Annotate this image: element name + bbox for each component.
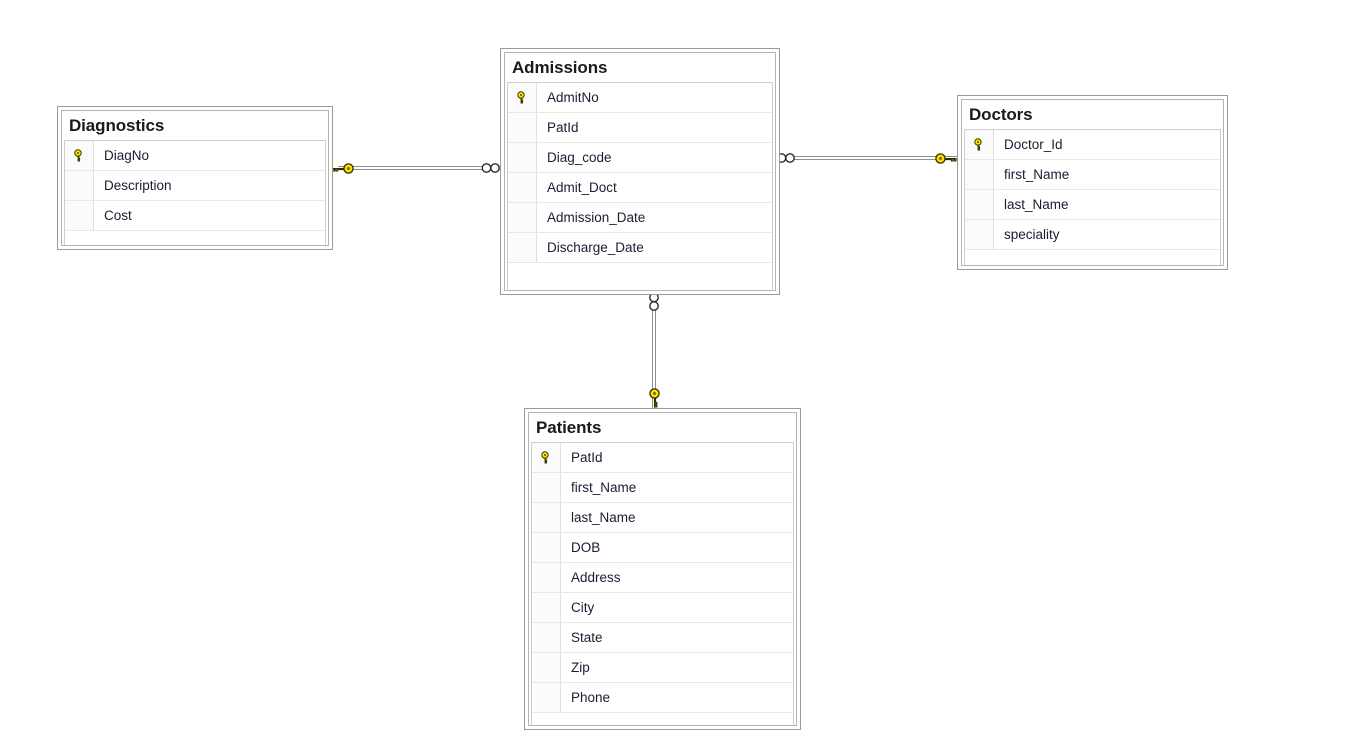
- field-row[interactable]: Diag_code: [508, 143, 772, 173]
- relationship-key-endpoint: [332, 161, 354, 176]
- field-name-label: Phone: [571, 690, 611, 705]
- relationship-many-endpoint: [481, 162, 501, 174]
- field-key-gutter: [965, 190, 994, 219]
- field-key-gutter: [508, 173, 537, 202]
- field-name-label: Doctor_Id: [1004, 137, 1063, 152]
- field-key-gutter: [532, 533, 561, 562]
- field-row[interactable]: Admission_Date: [508, 203, 772, 233]
- field-row[interactable]: Admit_Doct: [508, 173, 772, 203]
- field-key-gutter: [965, 160, 994, 189]
- field-list-empty-area: [965, 250, 1220, 265]
- relationship-line[interactable]: [652, 295, 656, 408]
- key-icon: [540, 451, 553, 464]
- field-list-empty-area: [532, 713, 793, 725]
- field-row[interactable]: DiagNo: [65, 141, 325, 171]
- field-key-gutter: [532, 623, 561, 652]
- field-key-gutter: [65, 171, 94, 200]
- field-row[interactable]: AdmitNo: [508, 83, 772, 113]
- field-key-gutter: [532, 443, 561, 472]
- field-name-label: first_Name: [571, 480, 637, 495]
- field-key-gutter: [532, 473, 561, 502]
- field-key-gutter: [965, 130, 994, 159]
- entity-title-diagnostics: Diagnostics: [62, 111, 328, 140]
- field-row[interactable]: Doctor_Id: [965, 130, 1220, 160]
- field-name-label: AdmitNo: [547, 90, 599, 105]
- key-icon: [73, 149, 86, 162]
- relationship-key-endpoint: [647, 388, 662, 408]
- field-row[interactable]: Zip: [532, 653, 793, 683]
- field-key-gutter: [508, 113, 537, 142]
- relationship-key-endpoint: [935, 151, 957, 166]
- field-key-gutter: [532, 563, 561, 592]
- field-name-label: Zip: [571, 660, 590, 675]
- field-key-gutter: [508, 203, 537, 232]
- field-row[interactable]: DOB: [532, 533, 793, 563]
- field-key-gutter: [508, 83, 537, 112]
- field-row[interactable]: first_Name: [965, 160, 1220, 190]
- field-key-gutter: [965, 220, 994, 249]
- field-name-label: Cost: [104, 208, 132, 223]
- entity-title-doctors: Doctors: [962, 100, 1223, 129]
- field-key-gutter: [532, 503, 561, 532]
- entity-title-patients: Patients: [529, 413, 796, 442]
- field-name-label: PatId: [571, 450, 603, 465]
- field-row[interactable]: City: [532, 593, 793, 623]
- field-name-label: first_Name: [1004, 167, 1070, 182]
- field-key-gutter: [532, 593, 561, 622]
- field-name-label: Admission_Date: [547, 210, 646, 225]
- field-name-label: Description: [104, 178, 172, 193]
- entity-title-admissions: Admissions: [505, 53, 775, 82]
- field-row[interactable]: first_Name: [532, 473, 793, 503]
- field-row[interactable]: State: [532, 623, 793, 653]
- field-name-label: Diag_code: [547, 150, 612, 165]
- field-name-label: State: [571, 630, 603, 645]
- relationship-line[interactable]: [338, 166, 500, 170]
- field-key-gutter: [65, 141, 94, 170]
- field-name-label: PatId: [547, 120, 579, 135]
- field-key-gutter: [508, 233, 537, 262]
- field-name-label: speciality: [1004, 227, 1060, 242]
- field-name-label: Admit_Doct: [547, 180, 617, 195]
- field-list-empty-area: [508, 263, 772, 290]
- field-name-label: DOB: [571, 540, 601, 555]
- relationship-many-endpoint: [648, 292, 660, 312]
- field-name-label: Discharge_Date: [547, 240, 644, 255]
- field-key-gutter: [508, 143, 537, 172]
- field-row[interactable]: Address: [532, 563, 793, 593]
- field-list-empty-area: [65, 231, 325, 245]
- field-key-gutter: [532, 653, 561, 682]
- field-row[interactable]: PatId: [508, 113, 772, 143]
- relationship-line[interactable]: [780, 156, 957, 160]
- field-row[interactable]: Description: [65, 171, 325, 201]
- field-row[interactable]: speciality: [965, 220, 1220, 250]
- key-icon: [516, 91, 529, 104]
- field-name-label: last_Name: [571, 510, 636, 525]
- field-row[interactable]: PatId: [532, 443, 793, 473]
- key-icon: [973, 138, 986, 151]
- field-name-label: DiagNo: [104, 148, 150, 163]
- field-row[interactable]: last_Name: [965, 190, 1220, 220]
- field-name-label: City: [571, 600, 595, 615]
- field-row[interactable]: Phone: [532, 683, 793, 713]
- field-name-label: last_Name: [1004, 197, 1069, 212]
- field-row[interactable]: last_Name: [532, 503, 793, 533]
- field-name-label: Address: [571, 570, 621, 585]
- field-row[interactable]: Cost: [65, 201, 325, 231]
- entity-field-list: Doctor_Id first_Name last_Name speciality: [964, 129, 1221, 265]
- field-key-gutter: [65, 201, 94, 230]
- field-key-gutter: [532, 683, 561, 712]
- field-row[interactable]: Discharge_Date: [508, 233, 772, 263]
